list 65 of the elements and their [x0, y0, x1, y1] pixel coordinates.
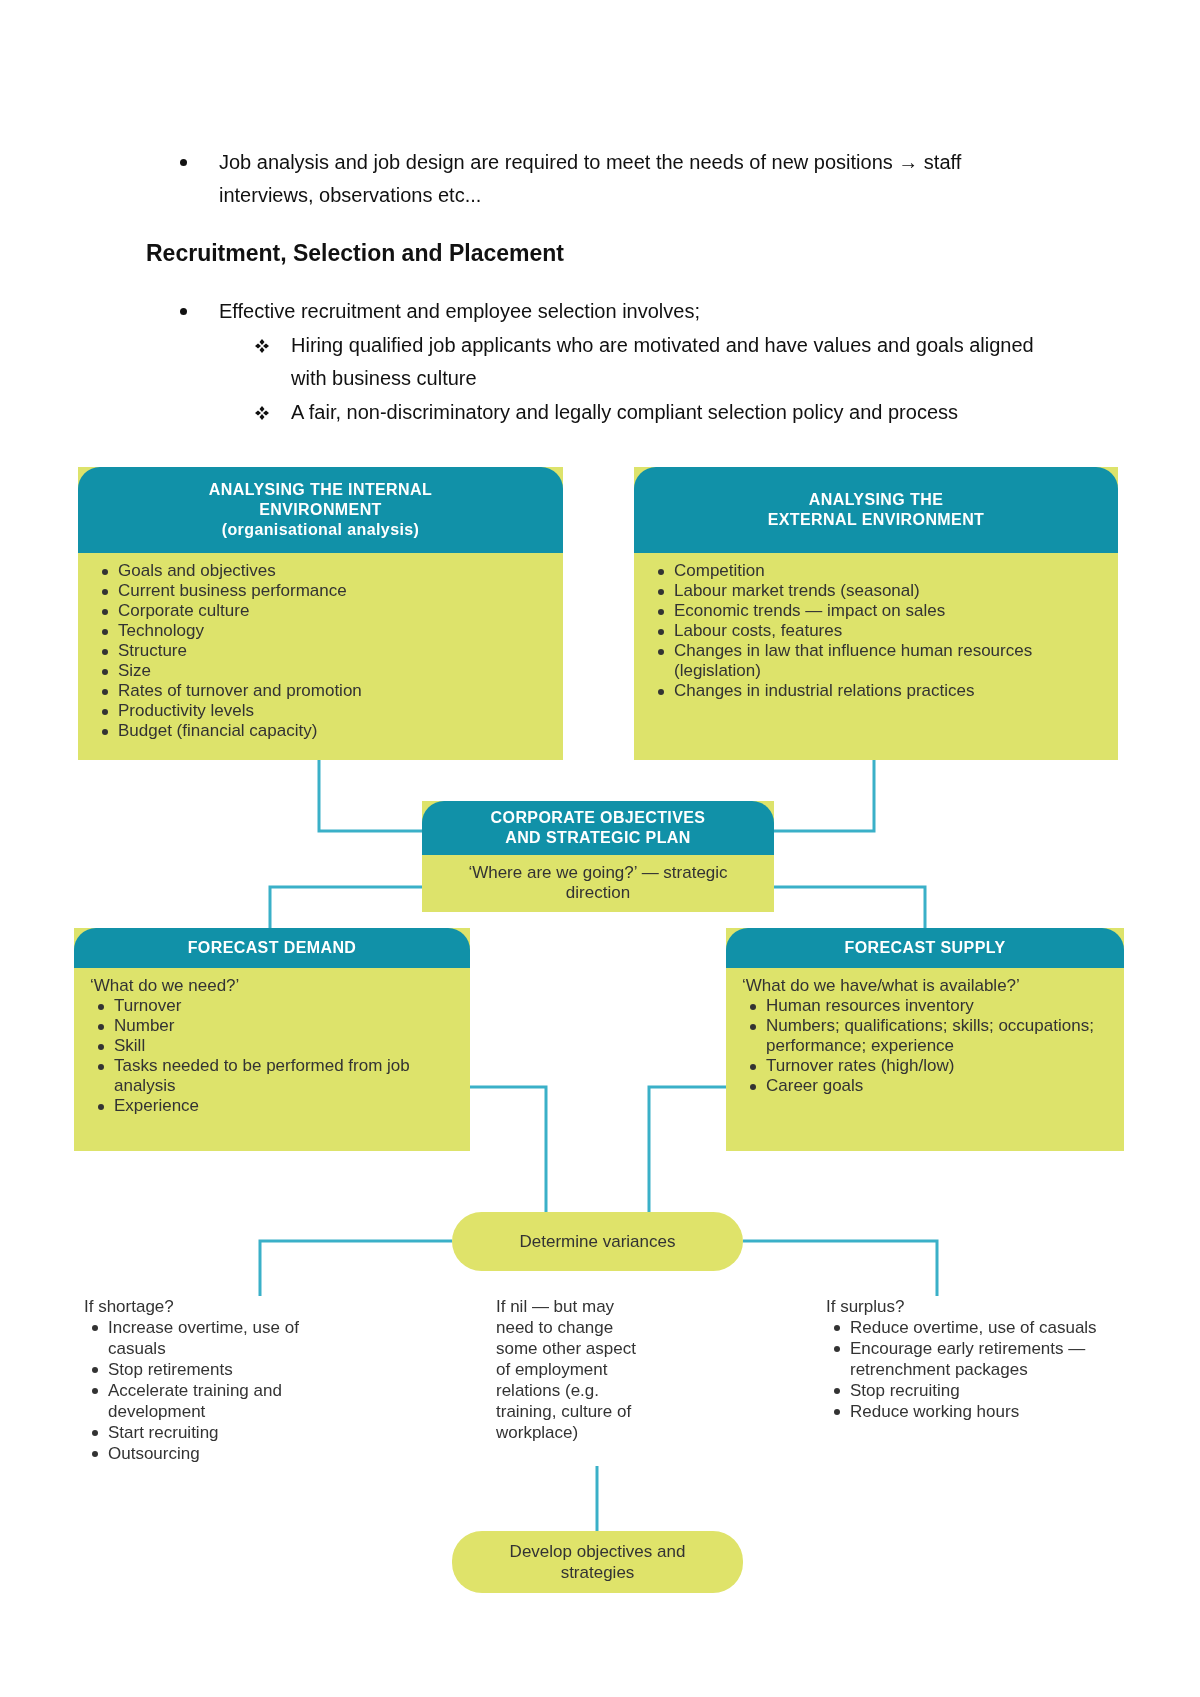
bullet-item: Encourage early retirements — retrenchment packages: [850, 1338, 1087, 1380]
bullet-item: Labour costs, features: [674, 621, 843, 641]
connector-line: [774, 885, 927, 928]
bullet-item: Goals and objectives: [118, 561, 276, 581]
bullet-item: Reduce working hours: [850, 1401, 1020, 1422]
panel-box: [726, 928, 1124, 1151]
bullet-item: Reduce overtime, use of casuals: [850, 1317, 1097, 1338]
panel-box: [74, 928, 470, 1151]
panel-header: FORECAST DEMAND: [74, 928, 470, 968]
body-text: Effective recruitment and employee selection involves;: [219, 299, 700, 324]
bullet-item: Outsourcing: [108, 1443, 200, 1464]
panel-header: FORECAST SUPPLY: [726, 928, 1124, 968]
connector-line: [470, 1085, 548, 1212]
bullet-item: Numbers; qualifications; skills; occupations; performance; experience: [766, 1016, 1095, 1056]
process-pill: Determine variances: [452, 1212, 743, 1271]
bullet-item: Turnover rates (high/low): [766, 1056, 955, 1076]
panel-box: [634, 467, 1118, 760]
panel-text: ‘Where are we going?’ — strategic direction: [467, 863, 729, 903]
bullet-item: Labour market trends (seasonal): [674, 581, 920, 601]
bullet-item: Budget (financial capacity): [118, 721, 318, 741]
section-heading: Recruitment, Selection and Placement: [146, 239, 564, 268]
bullet-item: Productivity levels: [118, 701, 255, 721]
bullet-item: Current business performance: [118, 581, 347, 601]
bullet-item: Competition: [674, 561, 765, 581]
panel-header: CORPORATE OBJECTIVES AND STRATEGIC PLAN: [422, 801, 774, 855]
bullet-item: Rates of turnover and promotion: [118, 681, 362, 701]
process-pill: Develop objectives and strategies: [452, 1531, 743, 1593]
bullet-item: Corporate culture: [118, 601, 250, 621]
bullet-item: Human resources inventory: [766, 996, 974, 1016]
bullet-item: Experience: [114, 1096, 200, 1116]
bullet-item: Changes in law that influence human resources (legislation): [674, 641, 1034, 681]
bullet-item: Tasks needed to be performed from job analysis: [114, 1056, 411, 1096]
bullet-item: Skill: [114, 1036, 146, 1056]
bullet-item: Technology: [118, 621, 204, 641]
bullet-item: Start recruiting: [108, 1422, 219, 1443]
outcome-text: If surplus?: [826, 1296, 906, 1317]
bullet-item: Changes in industrial relations practices: [674, 681, 975, 701]
panel-box: [78, 467, 563, 760]
panel-header: ANALYSING THE EXTERNAL ENVIRONMENT: [634, 467, 1118, 553]
bullet-item: Stop recruiting: [850, 1380, 960, 1401]
panel-box: [422, 801, 774, 912]
outcome-text: If shortage?: [84, 1296, 175, 1317]
connector-line: [774, 760, 876, 833]
bullet-item: Number: [114, 1016, 175, 1036]
connector-line: [743, 1239, 939, 1296]
bullet-item: Career goals: [766, 1076, 864, 1096]
body-text: Hiring qualified job applicants who are motivated and have values and goals aligned with business culture: [291, 333, 1035, 391]
panel-text: ‘What do we need?’: [90, 976, 241, 996]
body-text: A fair, non-discriminatory and legally compliant selection policy and process: [291, 400, 958, 425]
connector-line: [647, 1085, 726, 1212]
bullet-item: Accelerate training and development: [108, 1380, 283, 1422]
panel-text: ‘What do we have/what is available?’: [742, 976, 1021, 996]
connector-line: [317, 760, 422, 833]
connector-line: [268, 885, 422, 928]
bullet-item: Increase overtime, use of casuals: [108, 1317, 300, 1359]
connector-line: [258, 1239, 452, 1296]
outcome-text: If nil — but may need to change some other aspect of employment relations (e.g. training, culture of workplace): [496, 1296, 637, 1443]
body-text: Job analysis and job design are required to meet the needs of new positions → staff interviews, observations etc...: [219, 150, 963, 208]
panel-header: ANALYSING THE INTERNAL ENVIRONMENT (organisational analysis): [78, 467, 563, 553]
bullet-item: Size: [118, 661, 152, 681]
connector-line: [595, 1466, 599, 1531]
bullet-item: Economic trends — impact on sales: [674, 601, 946, 621]
bullet-item: Structure: [118, 641, 187, 661]
bullet-item: Stop retirements: [108, 1359, 233, 1380]
bullet-item: Turnover: [114, 996, 182, 1016]
